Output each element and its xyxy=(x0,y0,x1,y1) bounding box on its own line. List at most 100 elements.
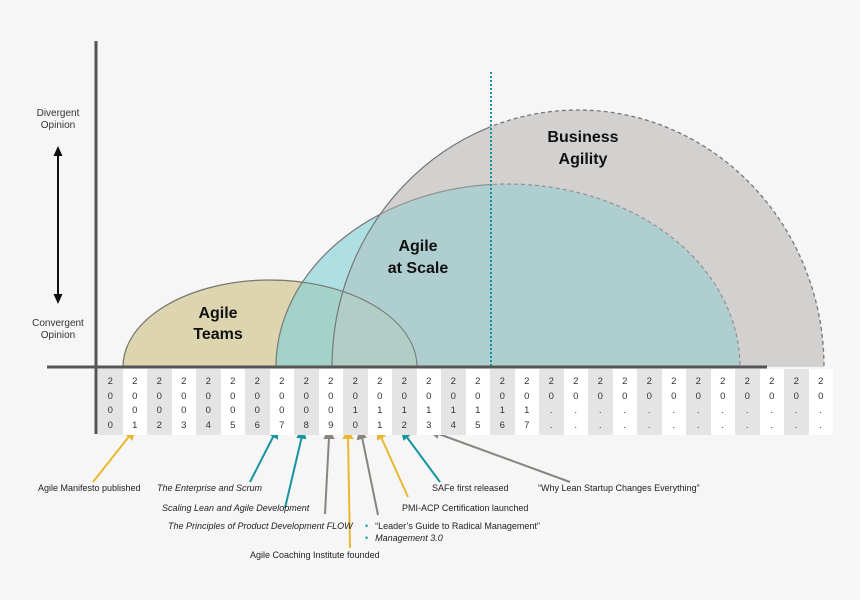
year-digit: 0 xyxy=(450,390,456,402)
annotation-agile-coaching: Agile Coaching Institute founded xyxy=(250,550,380,560)
year-digit: 0 xyxy=(181,390,187,402)
year-digit: 6 xyxy=(499,419,505,431)
divergent-word: Divergent xyxy=(36,108,80,119)
year-digit: 2 xyxy=(132,376,138,387)
year-digit: 0 xyxy=(328,405,334,416)
year-digit: 0 xyxy=(646,390,652,402)
year-digit: . xyxy=(623,419,627,431)
annotation-safe: SAFe first released xyxy=(432,483,509,493)
year-digit: 0 xyxy=(156,405,162,416)
year-digit: 0 xyxy=(279,405,285,416)
business-agility-overlay xyxy=(331,109,825,367)
year-digit: 2 xyxy=(156,419,162,431)
year-digit: 0 xyxy=(254,390,260,402)
year-digit: 1 xyxy=(426,405,432,416)
year-digit: 0 xyxy=(475,390,481,402)
year-digit: 5 xyxy=(475,419,481,431)
year-digit: 2 xyxy=(377,376,383,387)
year-digit: 2 xyxy=(181,376,187,387)
year-digit: 1 xyxy=(450,405,456,416)
year-digit: 2 xyxy=(450,376,456,387)
business-agility-line1: Business xyxy=(547,129,619,146)
year-digit: 2 xyxy=(426,376,432,387)
year-digit: 5 xyxy=(230,419,236,431)
year-digit: . xyxy=(623,405,627,416)
year-digit: 0 xyxy=(254,405,260,416)
year-digit: . xyxy=(598,405,602,416)
year-digit: 3 xyxy=(426,419,432,431)
year-digit: . xyxy=(647,419,651,431)
year-digit: . xyxy=(770,419,774,431)
arrow-pmi-acp-icon xyxy=(377,428,409,498)
year-digit: 0 xyxy=(230,405,236,416)
arrow-leaders-guide-icon xyxy=(356,428,379,516)
bullet-icon: • xyxy=(365,533,369,543)
year-digit: 1 xyxy=(401,405,407,416)
year-digit: 0 xyxy=(205,405,211,416)
arrow-lean-startup-icon xyxy=(427,428,571,483)
annotation-agile-manifesto: Agile Manifesto published xyxy=(38,483,141,493)
annotation-pmi-acp: PMI-ACP Certification launched xyxy=(402,503,529,513)
agile-teams-label: Agile Teams xyxy=(178,303,258,345)
agile-at-scale-label: Agile at Scale xyxy=(373,236,463,280)
year-digit: 2 xyxy=(548,376,554,387)
year-digit: 2 xyxy=(524,376,530,387)
year-digit: 0 xyxy=(499,390,505,402)
year-digit: . xyxy=(745,419,749,431)
year-digit: 2 xyxy=(720,376,726,387)
opinion-double-arrow-icon xyxy=(53,146,63,304)
year-digit: 2 xyxy=(622,376,628,387)
year-digit: 0 xyxy=(303,390,309,402)
year-digit: 0 xyxy=(107,390,113,402)
year-digit: . xyxy=(721,419,725,431)
year-digit: 2 xyxy=(818,376,824,387)
year-digit: 0 xyxy=(695,390,701,402)
year-digit: 1 xyxy=(352,405,358,416)
year-digit: . xyxy=(819,419,823,431)
agile-at-scale-line1: Agile xyxy=(398,238,438,255)
year-digit: 9 xyxy=(328,419,334,431)
year-digit: 1 xyxy=(377,405,383,416)
year-digit: 2 xyxy=(107,376,113,387)
agile-teams-line2: Teams xyxy=(193,326,243,343)
year-digit: . xyxy=(647,405,651,416)
arrow-principles-flow-icon xyxy=(323,428,335,515)
year-digit: 0 xyxy=(132,405,138,416)
year-digit: 7 xyxy=(524,419,530,431)
year-digit: 0 xyxy=(597,390,603,402)
year-digit: 0 xyxy=(156,390,162,402)
year-digit: 2 xyxy=(475,376,481,387)
year-digit: 0 xyxy=(303,405,309,416)
year-digit: . xyxy=(794,419,798,431)
year-digit: 2 xyxy=(769,376,775,387)
divergent-opinion-label: Divergent Opinion xyxy=(23,108,93,132)
bullet-icon: • xyxy=(365,521,369,531)
year-digit: 2 xyxy=(646,376,652,387)
year-digit: 3 xyxy=(181,419,187,431)
year-digit: 1 xyxy=(524,405,530,416)
year-digit: 2 xyxy=(744,376,750,387)
year-digit: . xyxy=(794,405,798,416)
year-digit: 2 xyxy=(254,376,260,387)
year-digit: 1 xyxy=(475,405,481,416)
year-digit: 0 xyxy=(107,405,113,416)
year-digit: 0 xyxy=(720,390,726,402)
year-digit: 0 xyxy=(377,390,383,402)
year-digit: 2 xyxy=(401,419,407,431)
year-digit: 0 xyxy=(818,390,824,402)
year-digit: 0 xyxy=(793,390,799,402)
year-digit: 0 xyxy=(671,390,677,402)
year-digit: 2 xyxy=(352,376,358,387)
